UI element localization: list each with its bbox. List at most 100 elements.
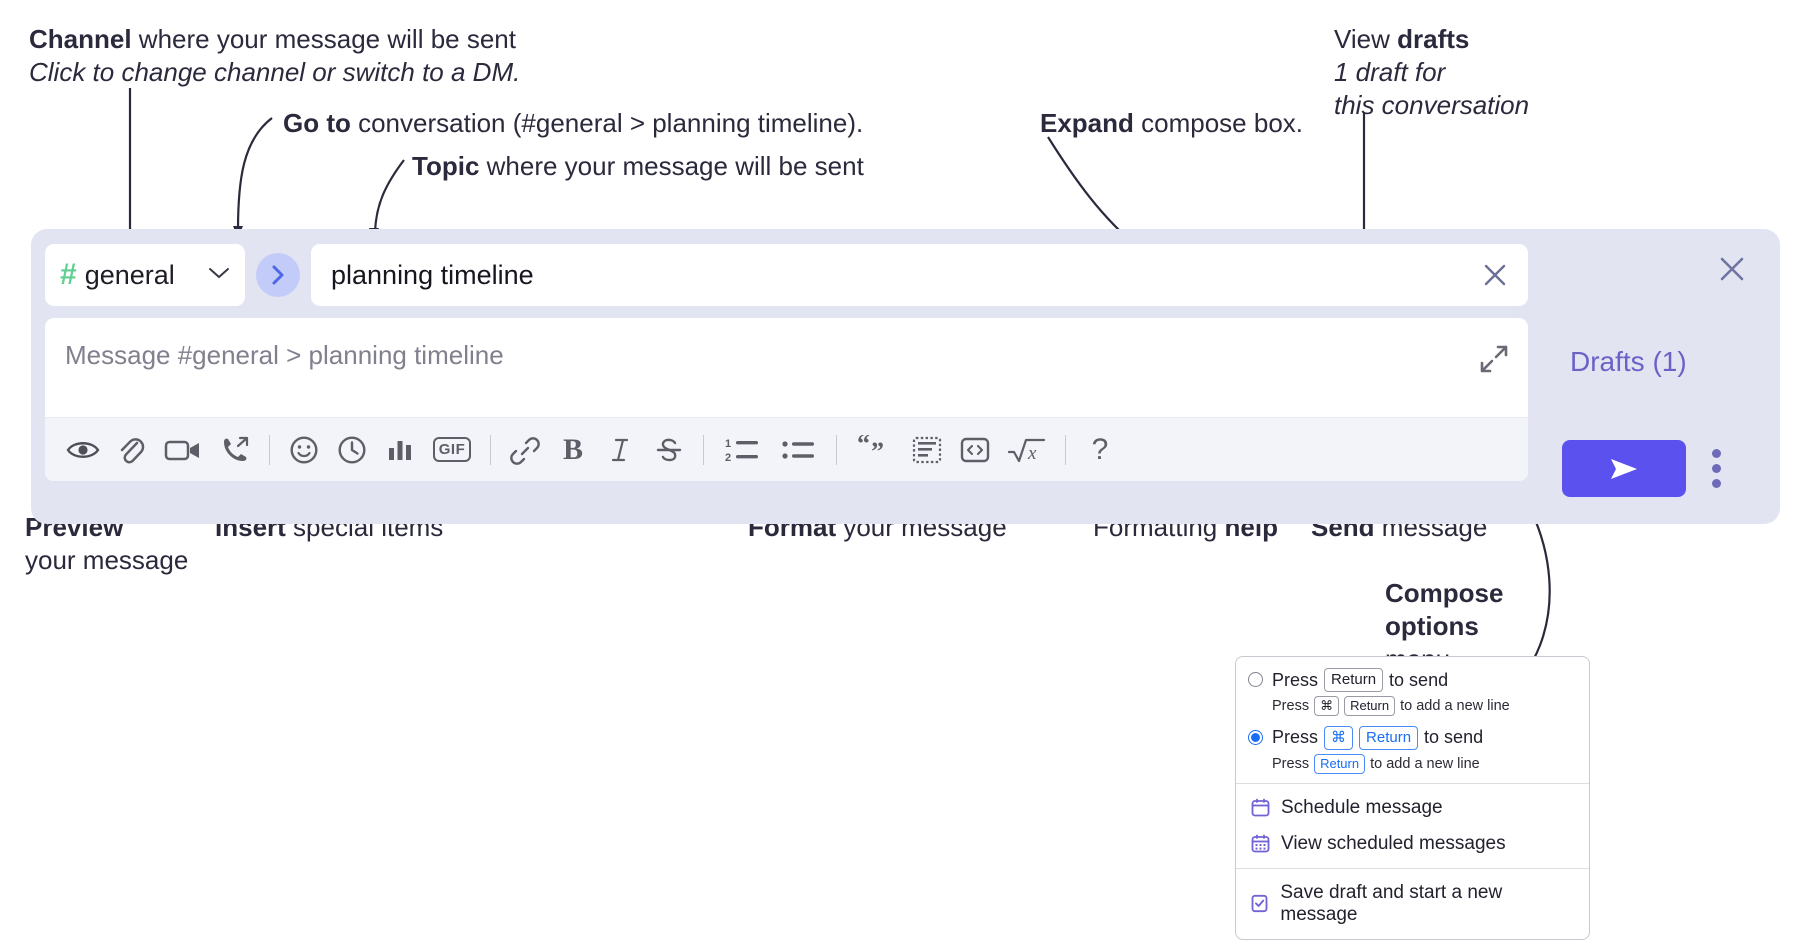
gif-label: GIF <box>432 437 472 462</box>
option-return-to-send[interactable]: Press Return to send Press ⌘ Return to a… <box>1248 668 1577 716</box>
expand-icon[interactable] <box>1479 344 1509 379</box>
blockquote-icon[interactable]: “ ” <box>847 426 903 474</box>
preview-icon[interactable] <box>59 426 107 474</box>
annotation-preview-rest: your message <box>25 544 189 575</box>
option2-key1: ⌘ <box>1324 725 1354 751</box>
chevron-right-icon <box>272 265 284 285</box>
bulleted-list-icon[interactable] <box>770 426 826 474</box>
annotation-compose-bold1: Compose <box>1385 578 1504 608</box>
kebab-dot <box>1712 464 1721 473</box>
compose-options-button[interactable] <box>1712 449 1721 488</box>
annotation-topic-bold: Topic <box>412 151 480 181</box>
annotation-expand-bold: Expand <box>1040 108 1134 138</box>
option2-sub-pre: Press <box>1272 755 1310 772</box>
svg-text:”: ” <box>871 437 884 465</box>
toolbar-divider <box>490 434 491 465</box>
svg-text:x: x <box>1027 443 1037 464</box>
annotation-channel-rest: where your message will be sent <box>131 24 516 54</box>
option1-sub-key2: Return <box>1344 696 1396 716</box>
annotation-topic: Topic where your message will be sent <box>412 150 864 183</box>
annotation-goto: Go to conversation (#general > planning … <box>283 107 863 140</box>
bold-icon[interactable]: B <box>549 426 597 474</box>
close-panel-icon[interactable] <box>1716 253 1748 290</box>
compose-panel: # general planning timeline Message #gen… <box>31 229 1780 524</box>
option2-key2: Return <box>1359 725 1419 751</box>
menu-group-draft: Save draft and start a new message <box>1236 869 1589 939</box>
compose-options-menu: Press Return to send Press ⌘ Return to a… <box>1235 656 1590 940</box>
svg-text:1: 1 <box>725 438 731 450</box>
annotation-compose-bold2: options <box>1385 610 1479 641</box>
inline-code-icon[interactable] <box>951 426 999 474</box>
option1-sub-key1: ⌘ <box>1314 696 1340 716</box>
topic-input[interactable]: planning timeline <box>311 244 1528 306</box>
attachment-icon[interactable] <box>107 426 155 474</box>
annotation-drafts-bold: drafts <box>1397 24 1470 54</box>
menu-divider <box>1236 782 1589 784</box>
annotation-drafts: View drafts 1 draft for this conversatio… <box>1334 23 1529 121</box>
bold-label: B <box>562 432 583 466</box>
menu-item-save-draft[interactable]: Save draft and start a new message <box>1236 875 1589 933</box>
menu-group-schedule: Schedule message View scheduled messages <box>1236 784 1589 868</box>
annotation-channel: Channel where your message will be sent … <box>29 23 520 89</box>
code-block-icon[interactable] <box>903 426 951 474</box>
channel-selector[interactable]: # general <box>45 244 245 306</box>
radio-unselected-icon[interactable] <box>1248 672 1263 687</box>
svg-text:“: “ <box>857 435 870 458</box>
option1-sub-post: to add a new line <box>1400 698 1510 715</box>
menu-item-label: Save draft and start a new message <box>1280 881 1503 925</box>
menu-item-label: View scheduled messages <box>1281 832 1506 854</box>
annotation-drafts-italic2: this conversation <box>1334 89 1530 120</box>
annotation-topic-rest: where your message will be sent <box>479 151 864 181</box>
link-icon[interactable] <box>501 426 549 474</box>
compose-panel-right: Drafts (1) <box>1526 229 1780 524</box>
video-icon[interactable] <box>155 426 211 474</box>
annotation-channel-italic: Click to change channel or switch to a D… <box>29 56 521 87</box>
annotation-drafts-normal: View <box>1334 24 1398 54</box>
annotation-channel-bold: Channel <box>29 24 132 54</box>
radio-selected-icon[interactable] <box>1248 729 1263 745</box>
chevron-down-icon <box>208 266 230 285</box>
compose-panel-main: # general planning timeline Message #gen… <box>45 244 1528 481</box>
option1-key: Return <box>1324 668 1384 693</box>
annotation-goto-bold: Go to <box>283 108 351 138</box>
toolbar-divider <box>836 434 837 465</box>
formatting-toolbar: GIF B <box>45 417 1528 481</box>
message-composer[interactable]: Message #general > planning timeline <box>45 318 1528 481</box>
gif-icon[interactable]: GIF <box>424 426 480 474</box>
help-icon[interactable]: ? <box>1076 426 1124 474</box>
option1-pre: Press <box>1272 669 1319 690</box>
poll-icon[interactable] <box>376 426 424 474</box>
option1-sub-pre: Press <box>1272 698 1310 715</box>
annotation-expand-rest: compose box. <box>1133 108 1304 138</box>
send-button[interactable] <box>1562 440 1686 497</box>
kebab-dot <box>1712 479 1721 488</box>
option1-post: to send <box>1389 669 1449 690</box>
option2-sub-key: Return <box>1314 754 1366 774</box>
compose-header-row: # general planning timeline <box>45 244 1528 306</box>
menu-item-label: Schedule message <box>1281 796 1443 818</box>
math-icon[interactable]: x <box>999 426 1055 474</box>
ordered-list-icon[interactable]: 1 2 <box>714 426 770 474</box>
calendar-icon <box>1250 798 1270 817</box>
option-cmd-return-to-send[interactable]: Press ⌘ Return to send Press Return to a… <box>1248 725 1577 774</box>
send-shortcut-options: Press Return to send Press ⌘ Return to a… <box>1236 657 1589 783</box>
message-input-placeholder: Message #general > planning timeline <box>65 340 504 370</box>
close-icon[interactable] <box>1480 260 1510 290</box>
call-icon[interactable] <box>211 426 259 474</box>
italic-icon[interactable] <box>597 426 645 474</box>
channel-name: general <box>84 259 175 290</box>
strikethrough-icon[interactable] <box>645 426 693 474</box>
clock-icon[interactable] <box>328 426 376 474</box>
hash-icon: # <box>60 258 77 291</box>
send-icon <box>1611 458 1637 479</box>
menu-item-schedule-message[interactable]: Schedule message <box>1236 790 1589 826</box>
go-to-conversation-button[interactable] <box>256 253 300 297</box>
toolbar-divider <box>269 434 270 465</box>
emoji-icon[interactable] <box>280 426 328 474</box>
topic-value: planning timeline <box>331 259 534 290</box>
kebab-dot <box>1712 449 1721 458</box>
menu-item-view-scheduled[interactable]: View scheduled messages <box>1236 826 1589 862</box>
help-label: ? <box>1091 432 1109 466</box>
drafts-link[interactable]: Drafts (1) <box>1570 346 1687 377</box>
save-draft-icon <box>1250 894 1269 913</box>
